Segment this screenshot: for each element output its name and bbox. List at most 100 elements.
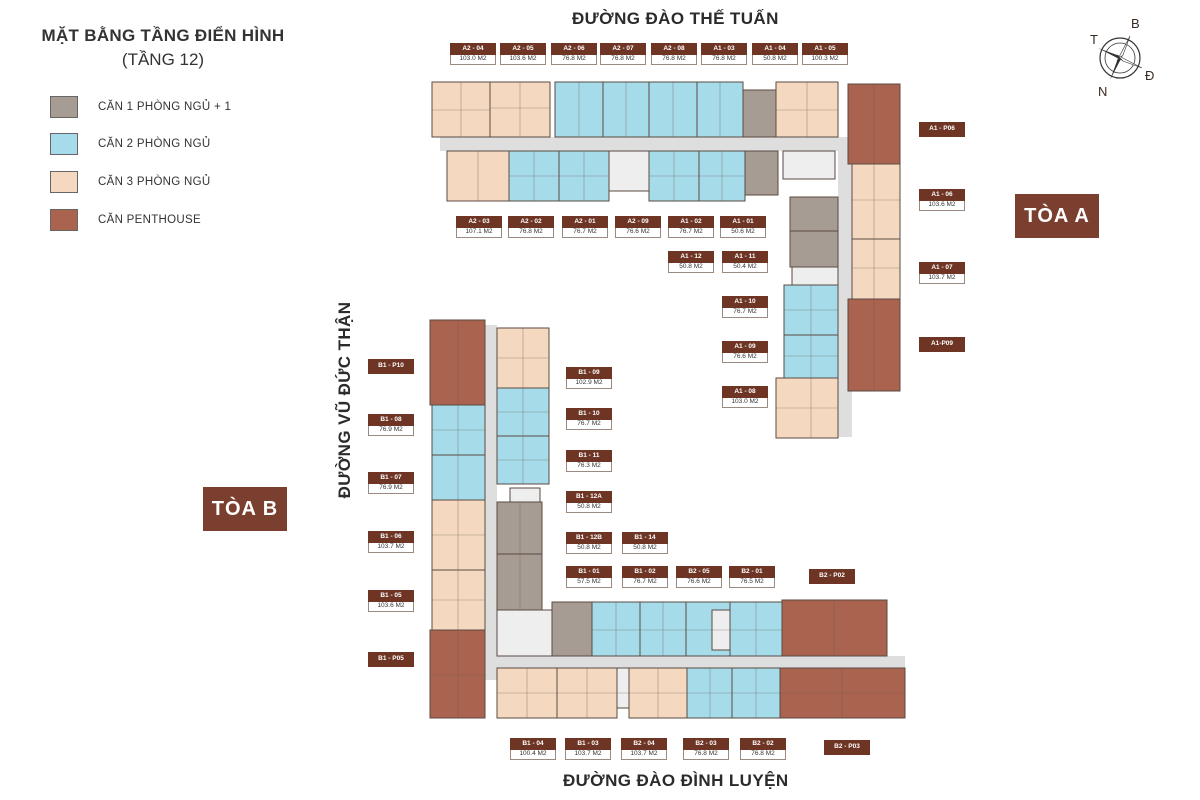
unit-code: A2 - 09: [615, 216, 661, 228]
unit-code: A1 - 07: [919, 262, 965, 274]
unit-code: A1 - 03: [701, 43, 747, 55]
unit-area: 76.8 M2: [600, 54, 646, 65]
unit-area: 103.7 M2: [919, 273, 965, 284]
unit-area: 103.0 M2: [722, 397, 768, 408]
legend-swatch-penthouse: [50, 209, 78, 231]
legend-item-2br: CĂN 2 PHÒNG NGỦ: [50, 133, 211, 155]
unit-b-stair: [509, 487, 541, 503]
unit-area: 103.0 M2: [450, 54, 496, 65]
plan-title: MẶT BẰNG TẦNG ĐIỂN HÌNH: [41, 26, 285, 45]
unit-a-core: [608, 150, 650, 192]
unit-code: A1 - 12: [668, 251, 714, 263]
unit-area: 76.6 M2: [722, 352, 768, 363]
unit-code: B2 - P02: [809, 569, 855, 584]
unit-a1-12: [789, 196, 839, 232]
legend-swatch-2br: [50, 133, 78, 155]
unit-area: 76.7 M2: [562, 227, 608, 238]
unit-tag-a1-p06: A1 - P06: [919, 122, 965, 137]
legend-swatch-1br: [50, 96, 78, 118]
unit-code: A1 - 01: [720, 216, 766, 228]
unit-area: 76.7 M2: [668, 227, 714, 238]
unit-a1-04: [742, 89, 777, 138]
unit-area: 103.7 M2: [565, 749, 611, 760]
unit-code: B2 - 03: [683, 738, 729, 750]
unit-area: 76.7 M2: [566, 419, 612, 430]
unit-tag-b1-p10: B1 - P10: [368, 359, 414, 374]
unit-b-core-2: [616, 667, 630, 709]
unit-area: 76.3 M2: [566, 461, 612, 472]
unit-code: A1 - 06: [919, 189, 965, 201]
legend-label: CĂN 3 PHÒNG NGỦ: [98, 176, 211, 188]
unit-area: 103.7 M2: [621, 749, 667, 760]
unit-area: 76.5 M2: [729, 577, 775, 588]
unit-area: 50.8 M2: [668, 262, 714, 273]
corridor-a-right: [838, 137, 852, 437]
street-bottom: ĐƯỜNG ĐÀO ĐÌNH LUYỆN: [563, 771, 789, 790]
legend-label: CĂN 2 PHÒNG NGỦ: [98, 138, 211, 150]
unit-area: 50.8 M2: [622, 543, 668, 554]
unit-code: A1 - P06: [919, 122, 965, 137]
unit-area: 100.4 M2: [510, 749, 556, 760]
unit-area: 76.9 M2: [368, 425, 414, 436]
unit-area: 50.8 M2: [566, 543, 612, 554]
unit-area: 76.8 M2: [551, 54, 597, 65]
unit-area: 107.1 M2: [456, 227, 502, 238]
unit-code: A2 - 02: [508, 216, 554, 228]
legend-label: CĂN 1 PHÒNG NGỦ + 1: [98, 101, 232, 113]
unit-area: 76.8 M2: [701, 54, 747, 65]
unit-a-stair-2: [791, 266, 839, 286]
unit-code: B1 - 05: [368, 590, 414, 602]
unit-area: 103.7 M2: [368, 542, 414, 553]
unit-code: B1 - 07: [368, 472, 414, 484]
unit-area: 76.6 M2: [676, 577, 722, 588]
unit-tag-b2-p02: B2 - P02: [809, 569, 855, 584]
unit-code: B1 - 03: [565, 738, 611, 750]
unit-a1-11: [789, 230, 839, 268]
compass-rose-icon: [1098, 35, 1143, 80]
unit-area: 102.9 M2: [566, 378, 612, 389]
legend-label: CĂN PENTHOUSE: [98, 214, 201, 226]
unit-area: 76.8 M2: [508, 227, 554, 238]
unit-code: B1 - 02: [622, 566, 668, 578]
corridor-b-left: [485, 325, 497, 680]
unit-area: 57.5 M2: [566, 577, 612, 588]
unit-tag-b2-p03: B2 - P03: [824, 740, 870, 755]
unit-area: 103.6 M2: [500, 54, 546, 65]
unit-tag-a1-p09: A1-P09: [919, 337, 965, 352]
unit-code: B2 - 02: [740, 738, 786, 750]
compass-north-label: B: [1131, 16, 1140, 31]
unit-code: B2 - 05: [676, 566, 722, 578]
unit-area: 76.8 M2: [683, 749, 729, 760]
unit-area: 76.8 M2: [740, 749, 786, 760]
unit-b-core: [496, 609, 553, 657]
compass-south-label: N: [1098, 84, 1108, 99]
unit-code: A2 - 06: [551, 43, 597, 55]
unit-area: 76.9 M2: [368, 483, 414, 494]
unit-code: B1 - 10: [566, 408, 612, 420]
unit-area: 76.7 M2: [622, 577, 668, 588]
unit-code: B1 - 12A: [566, 491, 612, 503]
unit-code: B1 - P10: [368, 359, 414, 374]
